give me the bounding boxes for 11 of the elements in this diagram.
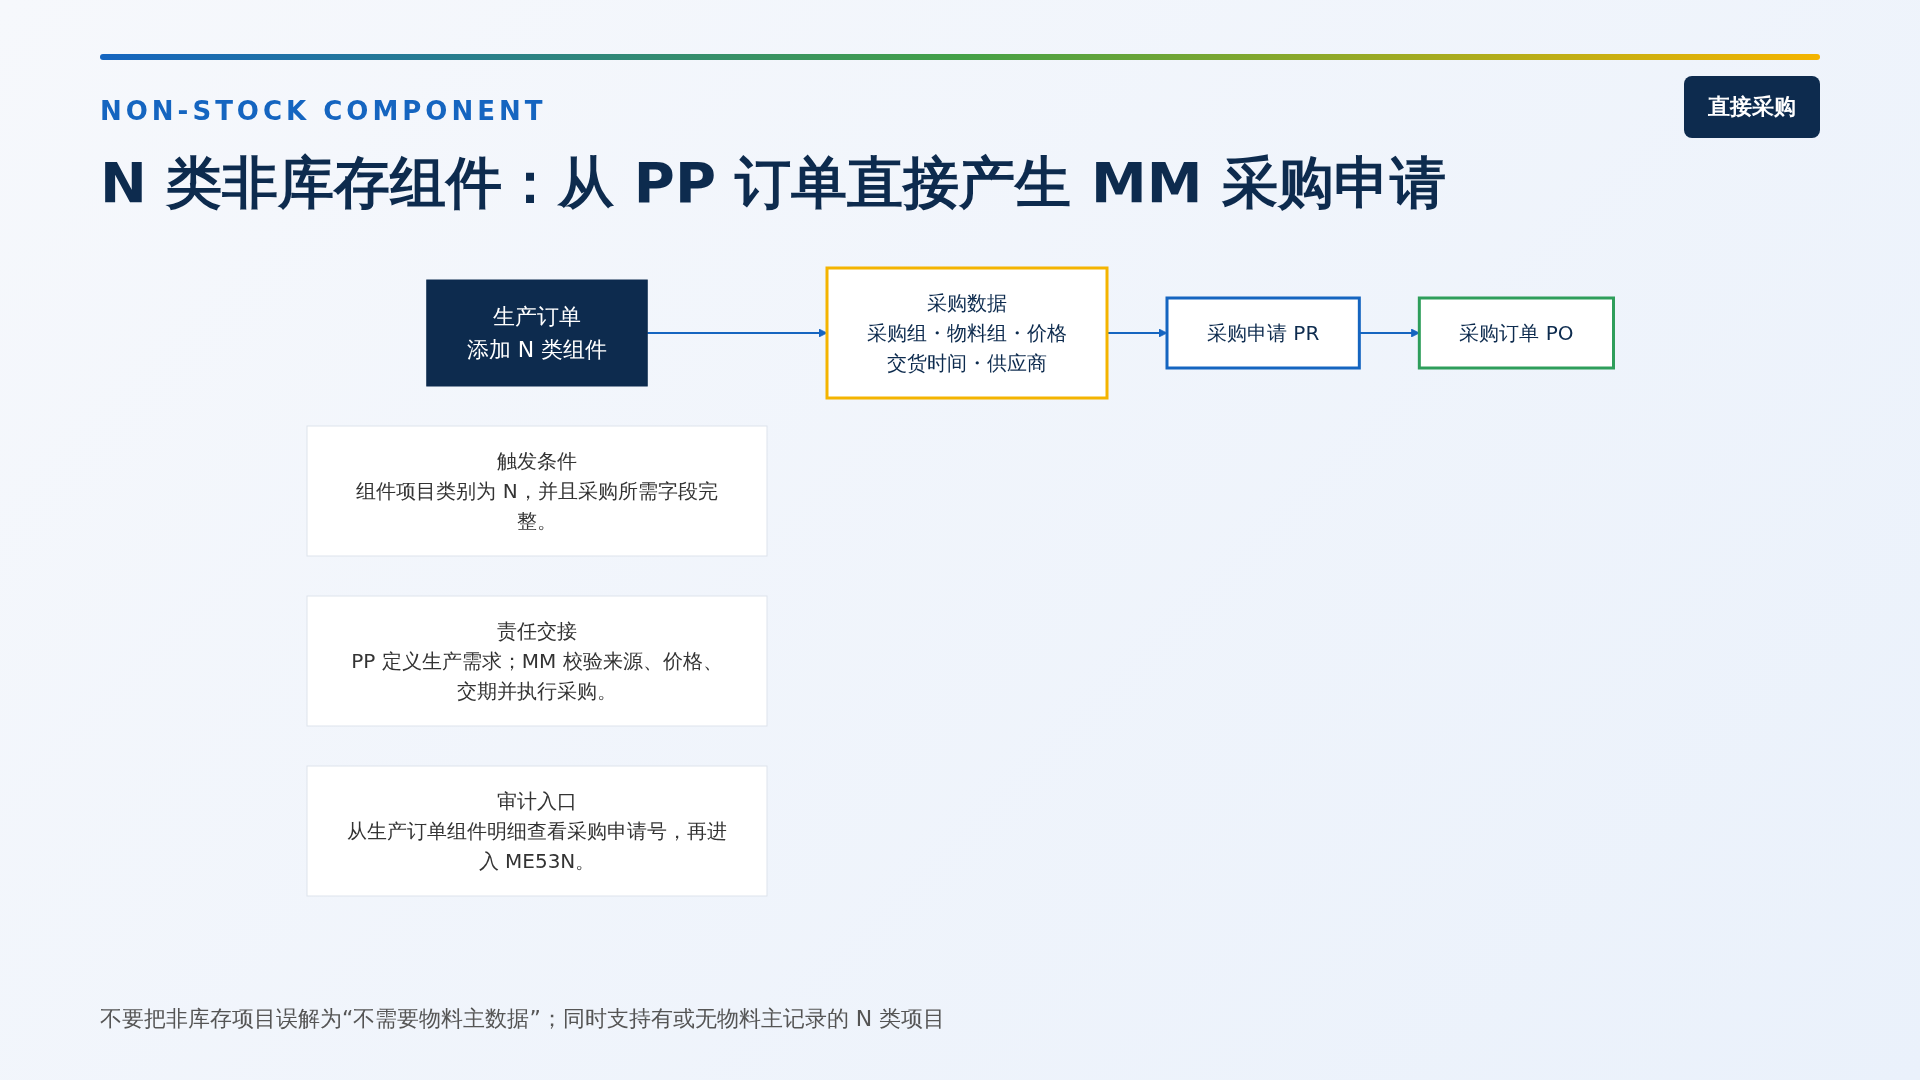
node-box: 审计入口 从生产订单组件明细查看采购申请号，再进入 ME53N。 [306, 765, 768, 897]
footer-note: 不要把非库存项目误解为“不需要物料主数据”；同时支持有或无物料主记录的 N 类项目 [100, 1005, 946, 1033]
slide-title: N 类非库存组件：从 PP 订单直接产生 MM 采购申请 [100, 149, 1446, 217]
node-box: 采购订单 PO [1417, 296, 1615, 370]
node-box: 采购数据 采购组・物料组・价格 交货时间・供应商 [825, 266, 1109, 400]
node-box: 责任交接 PP 定义生产需求；MM 校验来源、价格、交期并执行采购。 [306, 595, 768, 727]
node-box: 生产订单 添加 N 类组件 [426, 279, 648, 387]
node-box: 触发条件 组件项目类别为 N，并且采购所需字段完整。 [306, 425, 768, 557]
category-badge: 直接采购 [1684, 76, 1820, 138]
section-kicker: NON-STOCK COMPONENT [100, 96, 547, 126]
node-box: 采购申请 PR [1165, 296, 1361, 370]
